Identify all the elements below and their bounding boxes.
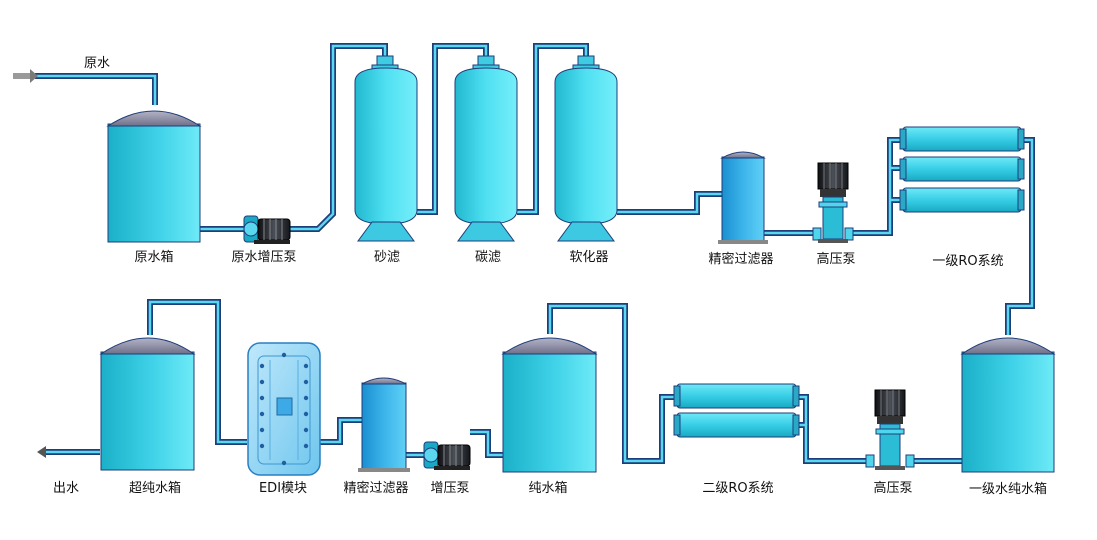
softener <box>554 55 618 242</box>
label-softener: 软化器 <box>569 250 609 265</box>
ro-stage-2 <box>673 383 800 438</box>
label-edi-module: EDI模块 <box>258 481 308 496</box>
precision-filter-1 <box>718 151 768 244</box>
ro-stage-1 <box>899 126 1025 213</box>
raw-water-tank <box>106 110 202 243</box>
outlet-arrow-icon <box>37 446 46 458</box>
precision-filter-2 <box>358 377 410 472</box>
label-precision-filter-1: 精密过滤器 <box>708 252 774 267</box>
booster-pump <box>423 441 471 470</box>
carbon-filter <box>454 55 518 242</box>
label-raw-water-inlet: 原水 <box>84 56 111 71</box>
label-raw-water-tank: 原水箱 <box>134 250 174 265</box>
label-outlet: 出水 <box>52 481 80 496</box>
raw-water-booster-pump <box>243 215 291 244</box>
label-raw-water-booster-pump: 原水增压泵 <box>231 250 297 265</box>
ultrapure-water-tank <box>99 337 196 471</box>
label-precision-filter-2: 精密过滤器 <box>343 481 409 496</box>
label-ultrapure-water-tank: 超纯水箱 <box>128 481 182 496</box>
ro1-pure-water-tank <box>960 337 1056 473</box>
label-ro-stage-2: 二级RO系统 <box>702 481 774 496</box>
high-pressure-pump-2 <box>865 389 915 470</box>
label-carbon-filter: 碳滤 <box>474 250 502 265</box>
label-pure-water-tank: 纯水箱 <box>528 481 568 496</box>
label-ro-stage-1: 一级RO系统 <box>932 254 1004 269</box>
inlet-arrow-icon <box>13 69 38 83</box>
label-sand-filter: 砂滤 <box>373 250 401 265</box>
label-booster-pump: 增压泵 <box>430 481 470 496</box>
label-high-pressure-pump-1: 高压泵 <box>816 252 856 267</box>
label-ro1-pure-water-tank: 一级水纯水箱 <box>968 482 1048 497</box>
label-high-pressure-pump-2: 高压泵 <box>873 481 913 496</box>
high-pressure-pump-1 <box>812 162 854 243</box>
sand-filter <box>354 55 418 242</box>
edi-module <box>247 342 321 476</box>
pure-water-tank <box>501 337 598 473</box>
